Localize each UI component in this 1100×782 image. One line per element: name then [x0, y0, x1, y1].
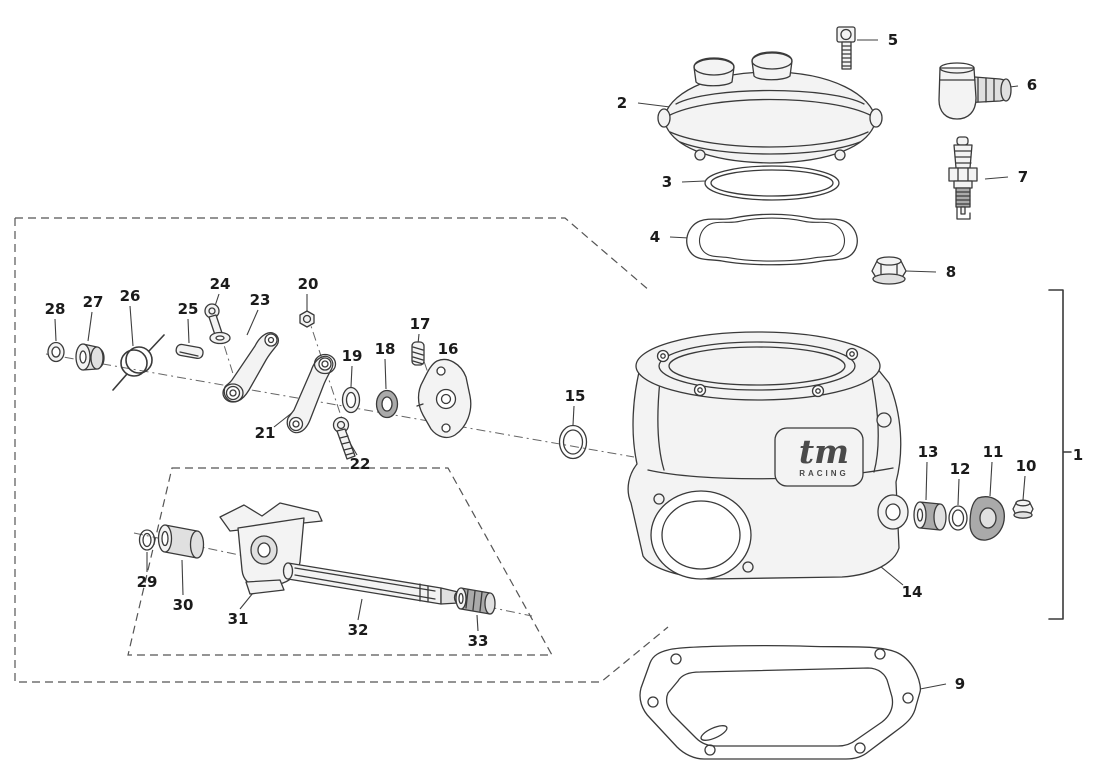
- part-16-valve-cover: [416, 358, 472, 439]
- part-13-bushing: [913, 501, 947, 531]
- callout-part-30: 30: [172, 596, 194, 614]
- leader-lines: [54, 39, 1026, 691]
- part-24-screw-washer: [204, 303, 231, 345]
- callout-part-6: 6: [1026, 76, 1038, 94]
- callout-part-22: 22: [349, 455, 371, 473]
- callout-part-23: 23: [249, 291, 271, 309]
- callout-part-9: 9: [954, 675, 966, 693]
- callout-part-31: 31: [227, 610, 249, 628]
- callout-part-18: 18: [374, 340, 396, 358]
- assembly-boundary-lines: [14, 217, 669, 683]
- callout-part-24: 24: [209, 275, 231, 293]
- part-10-small-nut: [1012, 499, 1034, 519]
- callout-part-5: 5: [887, 31, 899, 49]
- part-11-valve-cover-cap: [969, 496, 1005, 541]
- part-18-spacer: [375, 389, 399, 419]
- part-15-oring: [558, 424, 588, 460]
- part-4-head-gasket: [686, 213, 858, 266]
- callout-part-17: 17: [409, 315, 431, 333]
- callout-part-29: 29: [136, 573, 158, 591]
- brand-logo-text: tm: [798, 432, 850, 471]
- part-27-cap: [75, 343, 105, 371]
- part-12-oring: [948, 505, 968, 531]
- callout-part-25: 25: [177, 300, 199, 318]
- part-20-nut: [299, 310, 315, 328]
- part-5-bolt: [836, 26, 856, 70]
- callout-part-27: 27: [82, 293, 104, 311]
- callout-part-19: 19: [341, 347, 363, 365]
- callout-part-2: 2: [616, 94, 628, 112]
- part-23-lever: [222, 332, 280, 403]
- callout-part-4: 4: [649, 228, 661, 246]
- part-19-washer: [341, 386, 361, 414]
- callout-part-12: 12: [949, 460, 971, 478]
- callout-part-26: 26: [119, 287, 141, 305]
- callout-part-21: 21: [254, 424, 276, 442]
- part-6-spark-plug-cap: [938, 62, 1012, 120]
- part-7-spark-plug: [948, 136, 978, 220]
- callout-part-28: 28: [44, 300, 66, 318]
- part-14-cylinder: [627, 331, 909, 580]
- part-2-head-cover: [657, 51, 883, 164]
- part-25-pin: [175, 343, 204, 360]
- part-22-bolt: [332, 416, 356, 460]
- part-1-assembly-bracket: [1048, 289, 1072, 620]
- part-29-oring: [138, 529, 156, 551]
- part-26-torsion-spring: [112, 334, 165, 391]
- part-8-flange-nut: [871, 256, 907, 285]
- callout-part-7: 7: [1017, 168, 1029, 186]
- callout-part-1: 1: [1072, 446, 1084, 464]
- callout-part-8: 8: [945, 263, 957, 281]
- callout-part-11: 11: [982, 443, 1004, 461]
- callout-part-33: 33: [467, 632, 489, 650]
- part-9-base-gasket: [639, 644, 922, 760]
- part-32-shaft: [282, 562, 463, 605]
- callout-part-20: 20: [297, 275, 319, 293]
- part-33-roller: [455, 587, 496, 615]
- callout-part-10: 10: [1015, 457, 1037, 475]
- part-30-bushing: [157, 524, 205, 559]
- part-17-spring: [411, 341, 425, 366]
- callout-part-16: 16: [437, 340, 459, 358]
- part-28-flange-nut: [47, 341, 65, 363]
- callout-part-13: 13: [917, 443, 939, 461]
- brand-logo: tm RACING: [786, 432, 862, 478]
- callout-part-15: 15: [564, 387, 586, 405]
- callout-part-14: 14: [901, 583, 923, 601]
- part-3-oring: [704, 165, 840, 201]
- brand-logo-sub: RACING: [799, 469, 849, 478]
- callout-part-32: 32: [347, 621, 369, 639]
- callout-part-3: 3: [661, 173, 673, 191]
- part-21-link-arm: [286, 353, 337, 434]
